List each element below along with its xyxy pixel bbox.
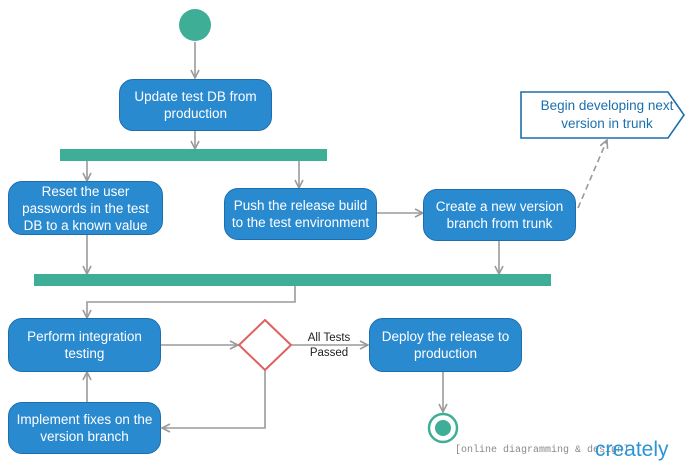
end-node <box>427 412 459 444</box>
activity-implement-fixes: Implement fixes on the version branch <box>8 402 161 454</box>
activity-reset-passwords: Reset the user passwords in the test DB … <box>8 181 163 235</box>
signal-label: Begin developing next version in trunk <box>540 98 674 131</box>
send-signal-node: Begin developing next version in trunk <box>520 91 685 139</box>
activity-integration-testing: Perform integration testing <box>8 318 161 372</box>
fork-bar <box>60 149 327 161</box>
activity-create-branch: Create a new version branch from trunk <box>423 189 576 241</box>
brand-tagline: [online diagramming & design] <box>455 445 630 456</box>
edge-join-to-integration <box>87 286 296 318</box>
edge-decision-to-fixes <box>162 370 266 428</box>
activity-deploy-release: Deploy the release to production <box>369 318 522 372</box>
join-bar <box>34 274 551 286</box>
edge-create-to-note <box>577 140 607 209</box>
creately-logo: creately <box>595 438 669 461</box>
activity-update-test-db: Update test DB from production <box>119 79 272 131</box>
decision-node <box>237 318 293 372</box>
start-node <box>179 9 211 41</box>
branding: [online diagramming & design] creately <box>455 438 690 462</box>
activity-push-release: Push the release build to the test envir… <box>224 188 377 240</box>
guard-label-all-tests-passed: All Tests Passed <box>307 332 351 359</box>
